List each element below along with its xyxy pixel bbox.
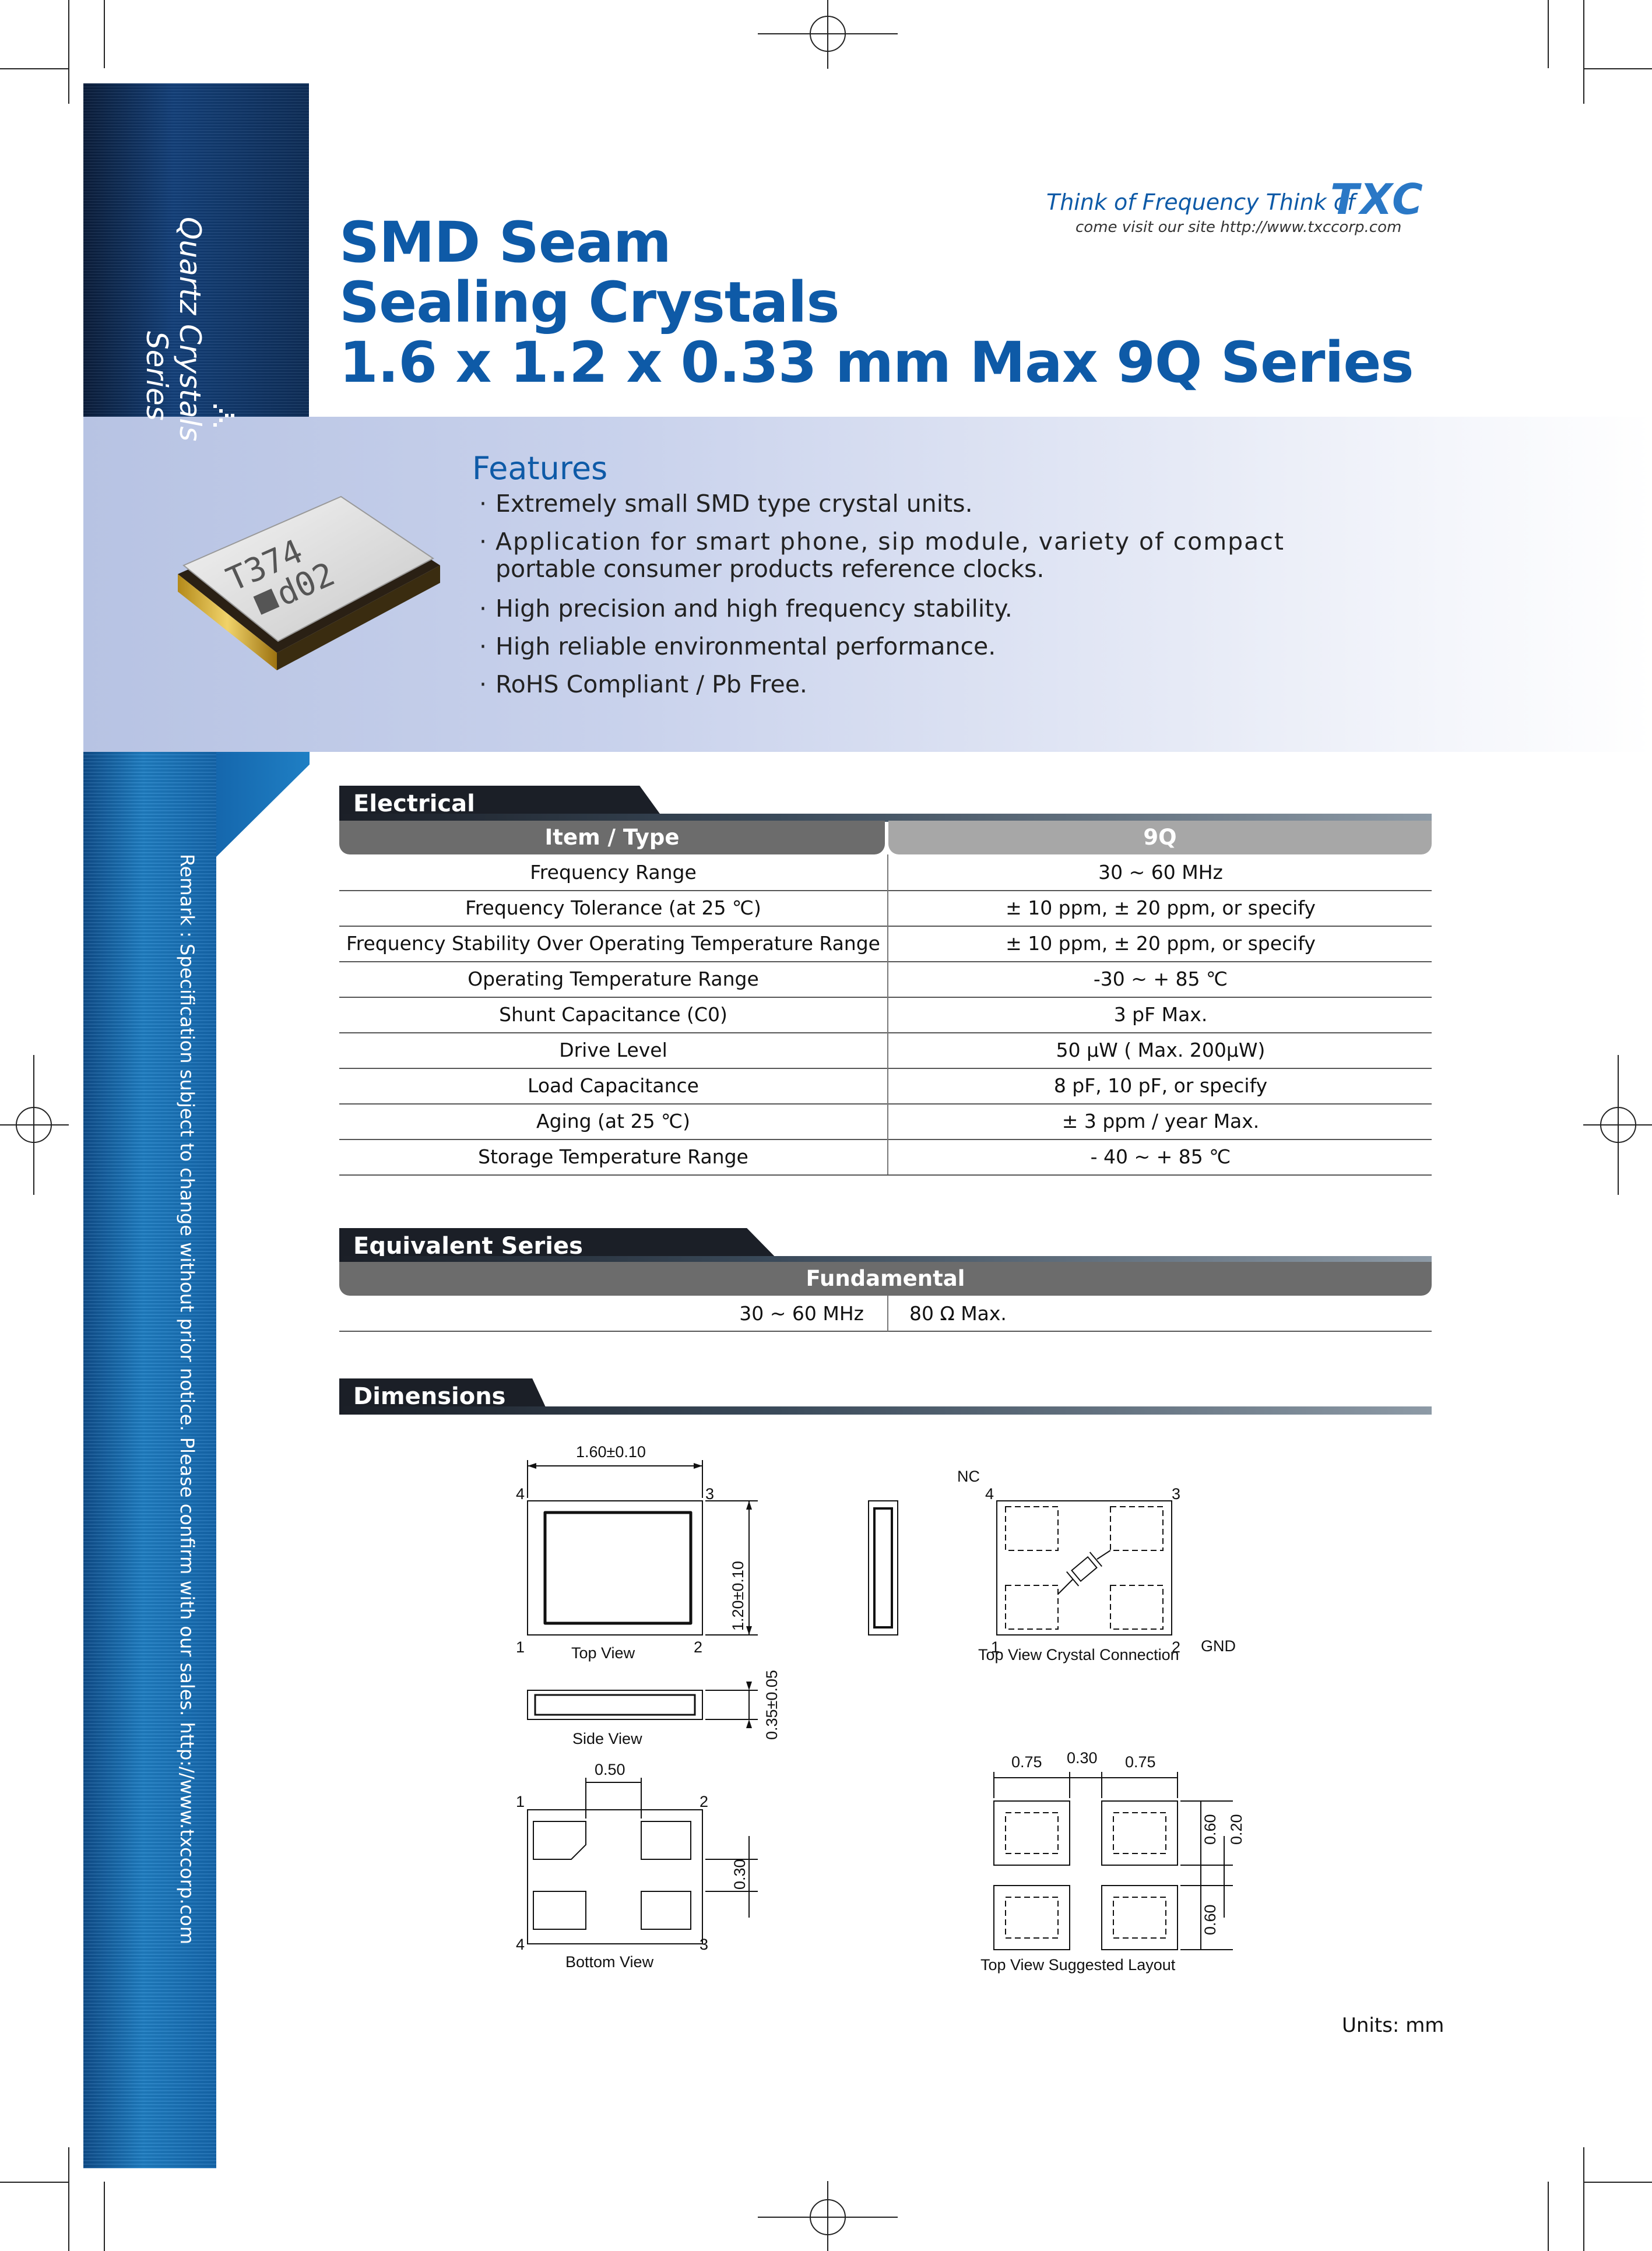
layout-width-1: 0.75 — [1011, 1753, 1042, 1771]
txc-logo: TXC — [1330, 175, 1424, 224]
feature-item: ·RoHS Compliant / Pb Free. — [479, 670, 807, 698]
feature-item: ·Extremely small SMD type crystal units. — [479, 490, 973, 518]
pin-label: 1 — [991, 1638, 1000, 1656]
section-rule — [339, 814, 1432, 822]
dim-width: 1.60±0.10 — [576, 1443, 646, 1461]
dotted-arrow-icon — [213, 405, 234, 427]
gnd-label: GND — [1201, 1637, 1236, 1655]
table-row: Frequency Stability Over Operating Tempe… — [339, 926, 1432, 962]
pin-label: 4 — [516, 1485, 525, 1503]
registration-mark-top — [758, 0, 898, 69]
dim-pad-gap: 0.50 — [595, 1761, 625, 1778]
registration-mark-bottom — [758, 2181, 898, 2251]
spec-header-item: Item / Type — [339, 821, 885, 854]
table-row: Operating Temperature Range-30 ~ + 85 ℃ — [339, 961, 1432, 998]
table-row: Frequency Tolerance (at 25 ℃)± 10 ppm, ±… — [339, 890, 1432, 927]
feature-item: ·High precision and high frequency stabi… — [479, 595, 1013, 622]
dim-thickness: 0.35±0.05 — [763, 1670, 781, 1740]
table-row: 30 ~ 60 MHz 80 Ω Max. — [339, 1296, 1432, 1332]
registration-mark-left — [0, 1055, 69, 1195]
feature-item-continued: portable consumer products reference clo… — [495, 555, 1045, 583]
nc-label: NC — [957, 1468, 980, 1485]
tagline: Think of Frequency Think of — [1046, 189, 1355, 215]
pin-label: 1 — [516, 1793, 525, 1810]
pin-label: 2 — [1172, 1638, 1180, 1656]
esr-header: Fundamental — [339, 1262, 1432, 1296]
side-series-subtitle: Series — [140, 331, 174, 421]
side-view-label: Side View — [572, 1730, 642, 1747]
crystal-product-image: T374 d02 — [178, 495, 440, 670]
features-heading: Features — [472, 450, 608, 487]
table-row: Aging (at 25 ℃)± 3 ppm / year Max. — [339, 1103, 1432, 1140]
layout-height-3: 0.60 — [1201, 1904, 1219, 1935]
dim-height: 1.20±0.10 — [729, 1561, 747, 1631]
pin-label: 3 — [705, 1485, 714, 1503]
dim-pad-gap-vertical: 0.30 — [731, 1859, 748, 1890]
pin-label: 2 — [700, 1793, 708, 1810]
feature-item: ·High reliable environmental performance… — [479, 632, 996, 660]
side-band-bottom — [83, 752, 216, 2168]
page-title-line2: Sealing Crystals — [339, 270, 840, 335]
top-view-label: Top View — [571, 1644, 635, 1662]
layout-height-2: 0.20 — [1228, 1814, 1245, 1845]
crystal-connection-label: Top View Crystal Connection — [978, 1646, 1179, 1663]
pin-label: 2 — [694, 1638, 702, 1656]
layout-gap: 0.30 — [1067, 1749, 1098, 1767]
dimensions-drawing: 1.60±0.10 4 3 1 2 Top View 1.20±0.10 Sid… — [516, 1443, 1245, 1974]
pin-label: 3 — [700, 1936, 708, 1953]
page-title-line1: SMD Seam — [339, 210, 672, 275]
layout-width-2: 0.75 — [1125, 1753, 1156, 1771]
pin-label: 1 — [516, 1638, 525, 1656]
layout-height-1: 0.60 — [1201, 1814, 1219, 1845]
website-note: come visit our site http://www.txccorp.c… — [1075, 219, 1402, 236]
side-band-notch — [216, 752, 310, 857]
side-remark: Remark : Specification subject to change… — [176, 854, 198, 1944]
suggested-layout-label: Top View Suggested Layout — [980, 1956, 1176, 1974]
registration-mark-right — [1583, 1055, 1652, 1195]
side-band-top — [83, 83, 309, 417]
spec-header-type: 9Q — [888, 821, 1432, 854]
pin-label: 4 — [985, 1485, 994, 1503]
section-rule — [339, 1406, 1432, 1415]
table-row: Shunt Capacitance (C0)3 pF Max. — [339, 997, 1432, 1033]
pin-label: 4 — [516, 1936, 525, 1953]
page-title-line3: 1.6 x 1.2 x 0.33 mm Max 9Q Series — [339, 330, 1414, 395]
bottom-view-label: Bottom View — [565, 1953, 654, 1971]
side-series-title: Quartz Crystals — [173, 217, 207, 442]
feature-item: ·Application for smart phone, sip module… — [479, 527, 1285, 555]
pin-label: 3 — [1172, 1485, 1180, 1503]
table-row: Storage Temperature Range- 40 ~ + 85 ℃ — [339, 1139, 1432, 1176]
units-note: Units: mm — [1342, 2014, 1444, 2037]
